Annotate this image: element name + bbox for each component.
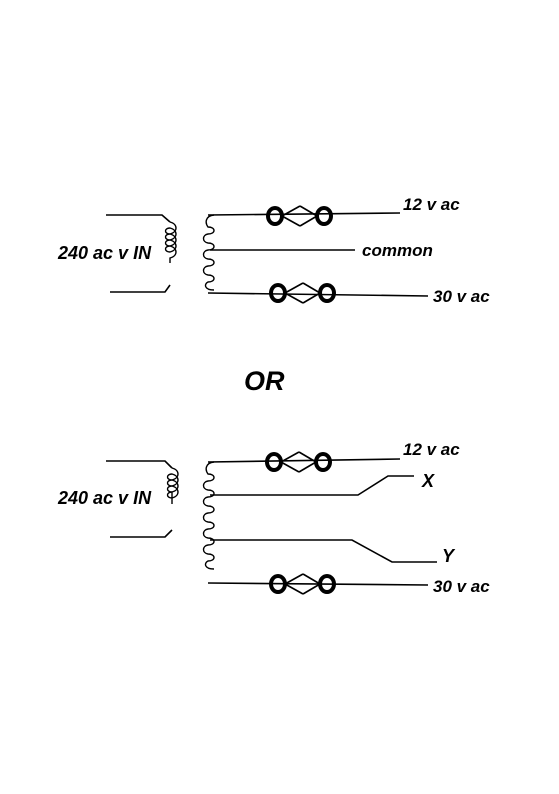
lead-12v-2 <box>207 458 401 463</box>
or-separator: OR <box>244 366 285 396</box>
output-30v-label-2: 30 v ac <box>433 577 490 596</box>
fuse-12v <box>266 205 333 227</box>
transformer-diagram-2: 240 ac v IN 12 v ac X Y 30 v ac <box>57 440 490 596</box>
tap-y-label: Y <box>442 546 456 566</box>
lead-y <box>210 539 437 563</box>
secondary-coil-2 <box>202 461 215 570</box>
transformer-diagram-1: 240 ac v IN 12 v ac common 30 v ac <box>57 195 490 306</box>
primary-lead-top <box>106 214 171 223</box>
primary-lead-bottom-2 <box>110 529 173 538</box>
output-12v-label-2: 12 v ac <box>403 440 460 459</box>
lead-x <box>210 475 414 496</box>
fuse-12v-2 <box>265 451 332 473</box>
lead-12v <box>207 212 401 216</box>
output-12v-label-1: 12 v ac <box>403 195 460 214</box>
fuse-30v <box>269 282 336 304</box>
fuse-30v-2 <box>269 573 336 595</box>
primary-lead-top-2 <box>106 460 173 469</box>
output-30v-label-1: 30 v ac <box>433 287 490 306</box>
secondary-coil <box>202 214 215 291</box>
input-label-1: 240 ac v IN <box>57 243 152 263</box>
primary-coil <box>164 221 177 263</box>
input-label-2: 240 ac v IN <box>57 488 152 508</box>
primary-coil-2 <box>166 467 179 504</box>
primary-lead-bottom <box>110 284 171 293</box>
common-label: common <box>362 241 433 260</box>
tap-x-label: X <box>421 471 435 491</box>
